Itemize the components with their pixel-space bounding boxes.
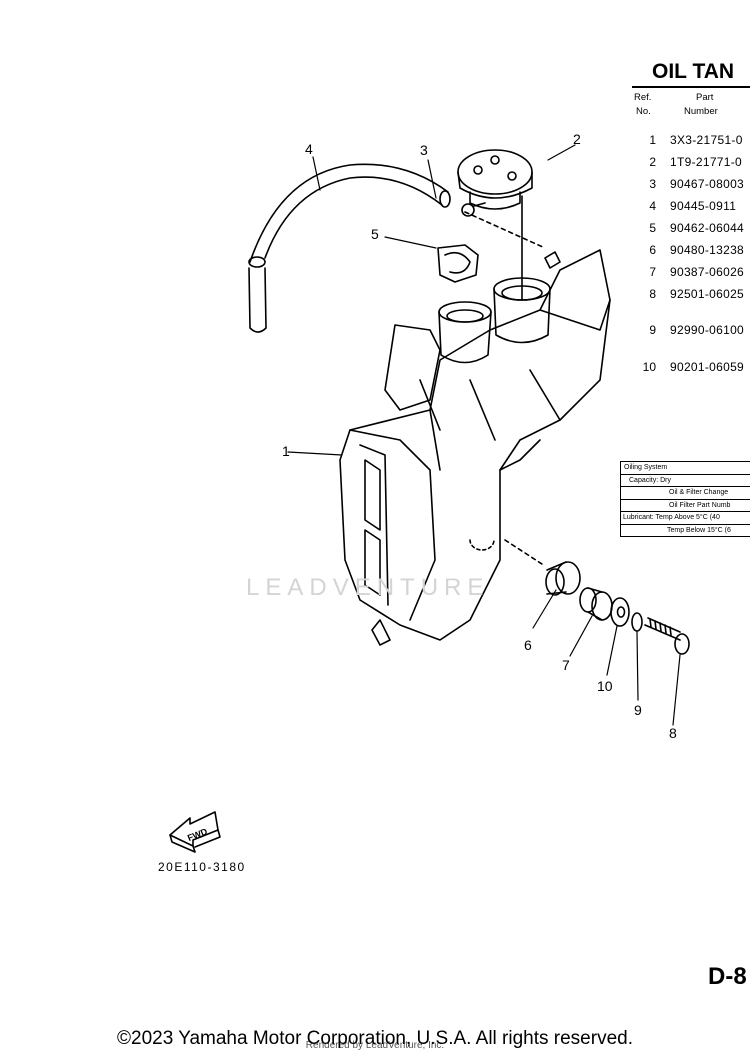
part-row-number[interactable]: 90445-0911 (670, 199, 737, 213)
copyright-notice: ©2023 Yamaha Motor Corporation, U.S.A. A… (117, 1028, 633, 1049)
callout-5: 5 (371, 226, 379, 242)
callout-7: 7 (562, 657, 570, 673)
spec-row: Lubricant: Temp Above 5°C (40 (621, 512, 750, 525)
part-row-number[interactable]: 92990-06100 (670, 323, 745, 337)
spec-row: Oil & Filter Change (621, 487, 750, 500)
part-row-ref: 2 (649, 155, 656, 169)
spec-row: Temp Below 15°C (6 (667, 526, 731, 534)
part-row-ref: 7 (649, 265, 656, 279)
part-row-number[interactable]: 1T9-21771-0 (670, 155, 743, 169)
spec-row: Oiling System (621, 462, 750, 475)
col-part-header-1: Part (696, 92, 714, 103)
part-row-number[interactable]: 90201-06059 (670, 360, 745, 374)
part-row-ref: 5 (649, 221, 656, 235)
part-row-ref: 8 (649, 287, 656, 301)
callout-leaders (287, 144, 681, 726)
oil-spec-table: Oiling System Capacity: Dry Oil & Filter… (620, 461, 750, 537)
part-row-number[interactable]: 3X3-21751-0 (670, 133, 743, 147)
bolt-part (644, 617, 690, 655)
page-code: D-8 (708, 963, 747, 990)
hose-holder-part (437, 244, 479, 283)
part-row-ref: 4 (649, 199, 656, 213)
callout-2: 2 (573, 131, 581, 147)
fwd-label: FWD (186, 826, 209, 843)
grommet-part (504, 539, 581, 596)
fwd-arrow-icon (169, 811, 221, 853)
hose-clamp-part (461, 202, 546, 249)
callout-4: 4 (305, 141, 313, 157)
col-ref-header-1: Ref. (634, 92, 652, 103)
part-row-number[interactable]: 90467-08003 (670, 177, 745, 191)
breather-hose-part (248, 163, 451, 333)
rendered-by-note: Rendered by LeadVenture, Inc. (305, 1040, 445, 1051)
oil-tank-cap-part (457, 149, 533, 301)
callout-9: 9 (634, 702, 642, 718)
part-row-number[interactable]: 90480-13238 (670, 243, 745, 257)
col-part-header-2: Number (684, 106, 718, 117)
figure-code: 20E110-3180 (158, 860, 246, 874)
callout-6: 6 (524, 637, 532, 653)
oil-tank-part (339, 249, 611, 646)
title-divider (632, 86, 750, 88)
spec-row: Capacity: Dry (621, 475, 750, 487)
part-row-number[interactable]: 90387-06026 (670, 265, 745, 279)
callout-10: 10 (597, 678, 613, 694)
collar-part (579, 587, 613, 621)
part-row-ref: 10 (642, 360, 656, 374)
washer-part (610, 597, 630, 627)
watermark: LEADVENTURE (246, 574, 490, 601)
part-row-ref: 3 (649, 177, 656, 191)
part-row-ref: 9 (649, 323, 656, 337)
col-ref-header-2: No. (636, 106, 651, 117)
part-row-ref: 1 (649, 133, 656, 147)
callout-1: 1 (282, 443, 290, 459)
page-title: OIL TAN (652, 60, 735, 83)
callout-3: 3 (420, 142, 428, 158)
lock-washer-part (631, 612, 643, 632)
part-row-number[interactable]: 92501-06025 (670, 287, 745, 301)
part-row-number[interactable]: 90462-06044 (670, 221, 745, 235)
spec-row: Oil Filter Part Numb (621, 500, 750, 512)
callout-8: 8 (669, 725, 677, 741)
part-row-ref: 6 (649, 243, 656, 257)
